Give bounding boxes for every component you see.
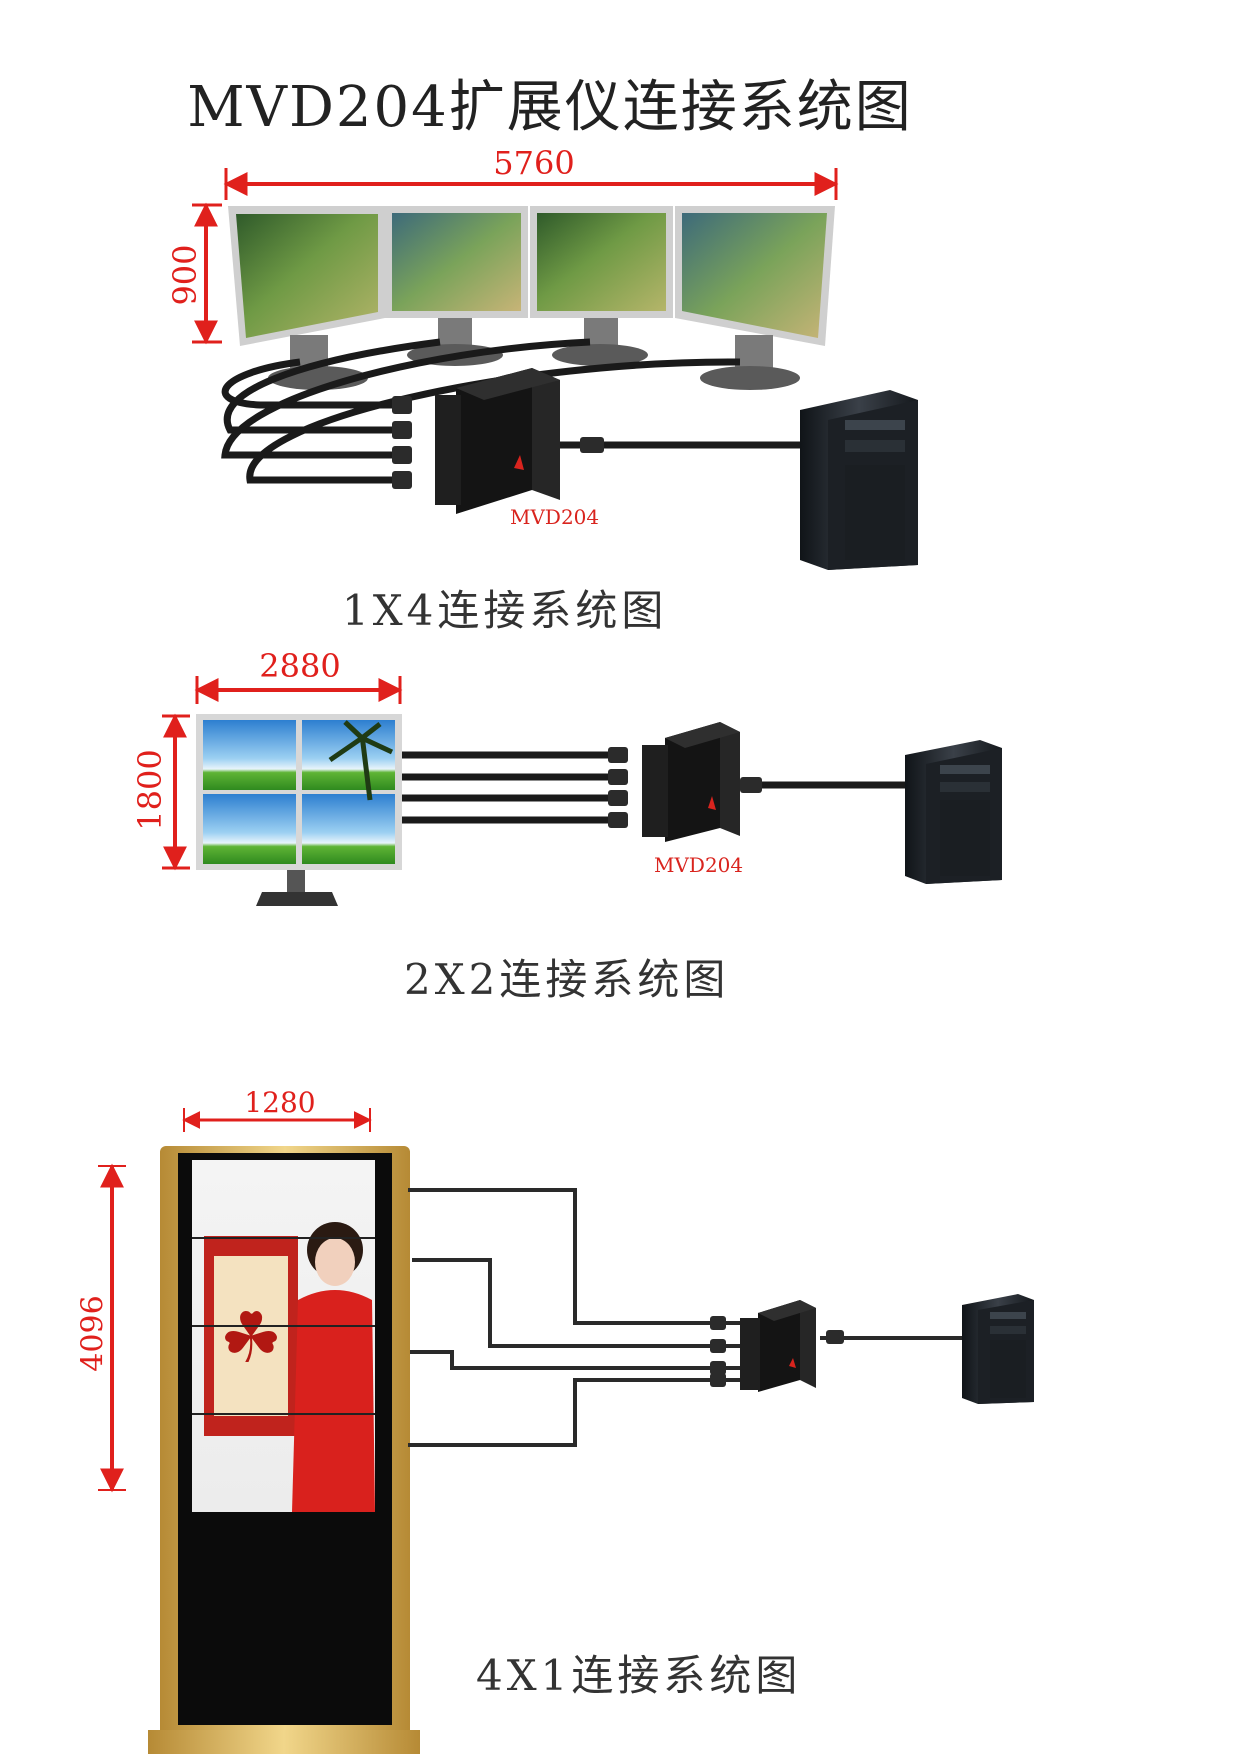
- monitor: [385, 206, 528, 366]
- pc-tower: [800, 390, 918, 570]
- section-1x4: [192, 168, 918, 570]
- caption-1x4: 1X4连接系统图: [342, 586, 668, 635]
- pc-tower: [905, 740, 1002, 884]
- mvd204-device: [435, 368, 560, 514]
- caption-4x1: 4X1连接系统图: [476, 1651, 802, 1700]
- connectors: [710, 1316, 844, 1387]
- svg-text:☘: ☘: [220, 1297, 283, 1379]
- height-label-2x2: 1800: [131, 749, 169, 831]
- height-label-4x1: 4096: [75, 1295, 111, 1372]
- width-label-2x2: 2880: [259, 647, 341, 685]
- video-wall-2x2: [196, 714, 402, 906]
- section-2x2: [162, 676, 1002, 906]
- device-label-2x2: MVD204: [654, 853, 744, 877]
- monitor: [228, 206, 385, 390]
- monitor: [530, 206, 673, 366]
- page-title: MVD204扩展仪连接系统图: [187, 75, 913, 140]
- width-label-4x1: 1280: [244, 1086, 316, 1119]
- pc-tower: [962, 1294, 1034, 1404]
- video-cables: [408, 1188, 965, 1447]
- caption-2x2: 2X2连接系统图: [404, 955, 730, 1004]
- connectors: [608, 747, 762, 828]
- mvd204-device: [740, 1300, 816, 1392]
- connectors: [392, 396, 604, 489]
- vertical-kiosk-display: ☘: [148, 1146, 420, 1754]
- height-label-1x4: 900: [166, 244, 204, 306]
- video-cables: [402, 751, 910, 824]
- section-4x1: ☘: [98, 1108, 1034, 1754]
- mvd204-device: [642, 722, 740, 842]
- width-label-1x4: 5760: [493, 144, 575, 182]
- monitor: [675, 206, 835, 390]
- device-label-1x4: MVD204: [510, 505, 600, 529]
